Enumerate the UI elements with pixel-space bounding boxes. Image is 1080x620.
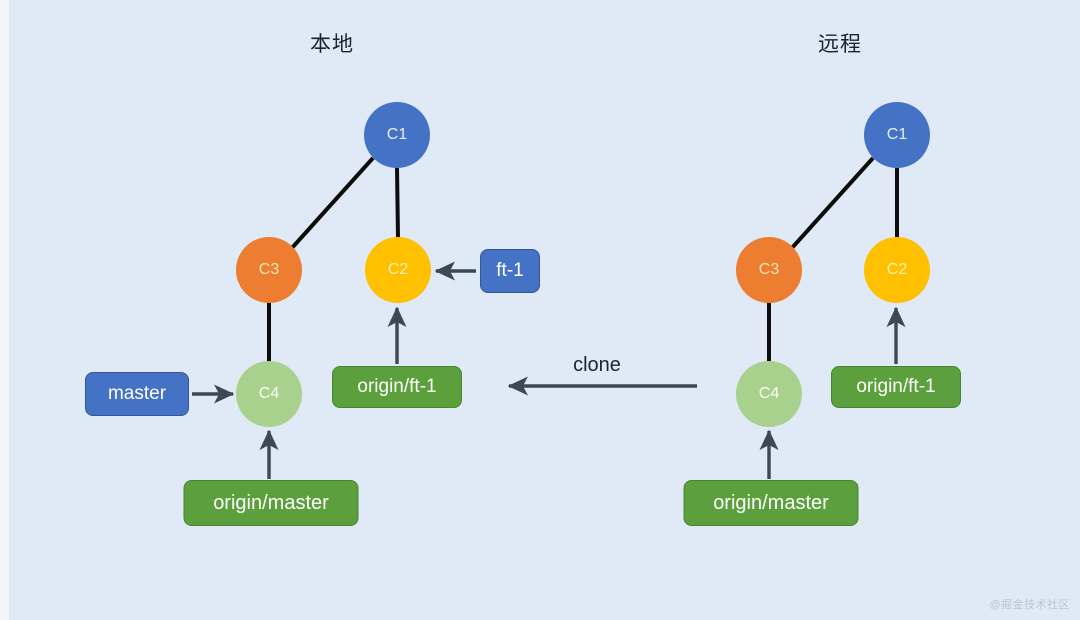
remote-branch-origin-ft-1[interactable]: origin/ft-1: [831, 366, 961, 408]
remote-commit-c1[interactable]: C1: [864, 102, 930, 168]
remote-commit-c3[interactable]: C3: [736, 237, 802, 303]
remote-branch-origin-master[interactable]: origin/master: [683, 480, 859, 526]
clone-label: clone: [573, 354, 621, 376]
local-branch-ft-1[interactable]: ft-1: [480, 249, 540, 293]
commit-edges: [267, 156, 899, 362]
canvas-left-edge-strip: [0, 0, 9, 620]
local-commit-c2[interactable]: C2: [365, 237, 431, 303]
remote-commit-c4[interactable]: C4: [736, 361, 802, 427]
local-commit-c4[interactable]: C4: [236, 361, 302, 427]
panel-title-remote: 远程: [818, 33, 862, 56]
local-branch-origin-master[interactable]: origin/master: [183, 480, 359, 526]
remote-commit-c2[interactable]: C2: [864, 237, 930, 303]
local-commit-c1[interactable]: C1: [364, 102, 430, 168]
local-branch-origin-ft-1[interactable]: origin/ft-1: [332, 366, 462, 408]
local-edge-c1-c3: [289, 156, 375, 251]
remote-edge-c1-c3: [789, 156, 875, 251]
local-branch-master[interactable]: master: [85, 372, 189, 416]
panel-title-local: 本地: [310, 33, 354, 56]
local-edge-c1-c2: [395, 167, 400, 239]
local-commit-c3[interactable]: C3: [236, 237, 302, 303]
pointer-arrows: [192, 261, 906, 479]
watermark: @掘金技术社区: [989, 599, 1070, 611]
